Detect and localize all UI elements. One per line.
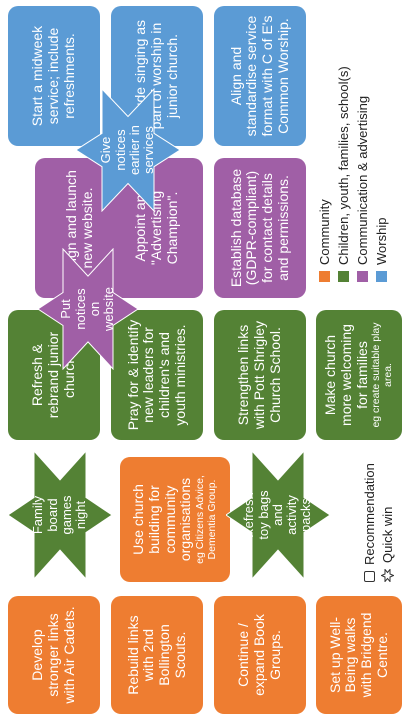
recommendation-card-scouts: Rebuild links with 2nd Bollington Scouts… [111,596,203,714]
quick-win-star-notices-website: Put notices on website [38,248,138,370]
legend-swatch [357,271,368,282]
legend-item-worship: Worship [374,218,389,282]
card-main-text: Develop stronger links with Air Cadets. [29,606,77,704]
card-main-text: Continue / expand Book Groups. [235,614,283,696]
card-main-text: Align and standardise service format wit… [227,15,291,137]
quick-win-star-toy-bags: Refresh toy bags and activity packs [226,450,330,580]
recommendation-card-database: Establish database (GDPR-compliant) for … [214,158,306,298]
legend-item-community: Community [317,199,332,282]
legend-label: Communication & advertising [355,95,370,265]
legend-label: Community [317,199,332,265]
rounded-rectangle-outline-icon [364,571,375,582]
legend-label: Quick win [380,506,395,563]
card-main-text: Rebuild links with 2nd Bollington Scouts… [124,615,188,695]
star-outline-icon [381,569,394,582]
quick-win-star-notices-earlier: Give notices earlier in services [76,88,180,212]
legend-item-quick-win: Quick win [380,507,395,582]
recommendation-card-wellbeing-walks: Set up Well-Being walks with Bridgend Ce… [316,596,402,714]
star-shape [76,88,180,212]
card-main-text: Start a midweek service; include refresh… [29,25,77,127]
quick-win-star-family-games: Family board games night [8,450,112,580]
legend-item-children: Children, youth, families, school(s) [336,66,351,282]
star-shape [8,450,112,580]
recommendation-card-pott-shrigley: Strengthen links with Pott Shrigley Chur… [214,310,306,440]
card-sub-text: eg Citizens Advice, Dementia Group. [194,475,218,564]
card-main-text: Establish database (GDPR-compliant) for … [227,168,291,288]
legend-swatch [376,271,387,282]
card-main-text: Make church more welcoming for families [322,324,370,426]
star-shape [226,450,330,580]
star-shape [38,248,138,370]
legend-label: Worship [374,217,389,265]
legend-item-recommendation: Recommendation [362,463,377,582]
card-main-text: Set up Well-Being walks with Bridgend Ce… [326,612,390,698]
legend-label: Recommendation [362,463,377,565]
legend-item-communication: Communication & advertising [355,96,370,282]
card-main-text: Use church building for community organi… [130,477,194,562]
card-sub-text: eg create suitable play area. [370,322,394,428]
recommendation-card-air-cadets: Develop stronger links with Air Cadets. [8,596,100,714]
legend-label: Children, youth, families, school(s) [336,66,351,265]
recommendation-card-church-building: Use church building for community organi… [120,457,230,582]
legend-swatch [319,271,330,282]
recommendation-card-common-worship: Align and standardise service format wit… [214,6,306,146]
card-main-text: Strengthen links with Pott Shrigley Chur… [235,320,283,430]
recommendation-card-book-groups: Continue / expand Book Groups. [214,596,306,714]
legend-swatch [338,271,349,282]
